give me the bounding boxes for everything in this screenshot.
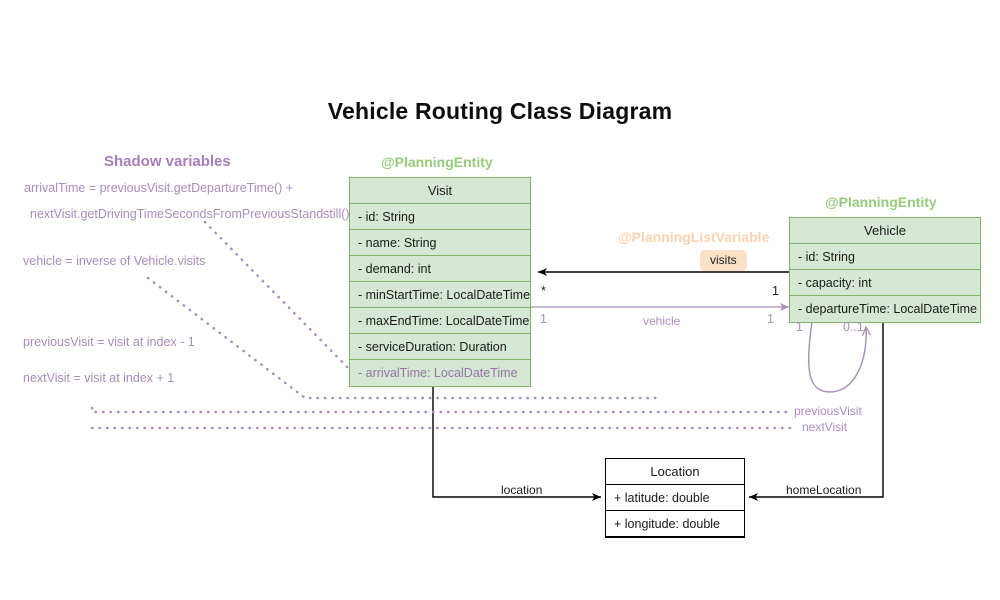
field-visit-name: - name: String xyxy=(350,230,530,256)
field-vehicle-departure-time: - departureTime: LocalDateTime xyxy=(798,302,978,316)
field-visit-max-end-time: - maxEndTime: LocalDateTime xyxy=(350,308,530,334)
edge-location xyxy=(432,383,601,501)
shadow-variables-heading: Shadow variables xyxy=(104,153,231,170)
field-location-longitude: + longitude: double xyxy=(606,511,744,537)
shadow-note-arrival-time-line1: arrivalTime = previousVisit.getDeparture… xyxy=(24,181,294,195)
shadow-note-vehicle: vehicle = inverse of Vehicle.visits xyxy=(23,254,206,268)
field-visit-demand: - demand: int xyxy=(350,256,530,282)
multiplicity-vehicle-source: 1 xyxy=(540,312,547,326)
multiplicity-vehicle-target: 1 xyxy=(767,312,774,326)
stereotype-vehicle-planning-entity: @PlanningEntity xyxy=(825,194,937,210)
stereotype-visit-planning-entity: @PlanningEntity xyxy=(381,154,493,170)
class-box-vehicle[interactable]: Vehicle - id: String - capacity: int - d… xyxy=(789,217,981,323)
page-title: Vehicle Routing Class Diagram xyxy=(327,98,673,124)
edge-label-previous-visit: previousVisit xyxy=(794,404,862,418)
multiplicity-self-loop-source: 1 xyxy=(796,320,803,334)
stereotype-planning-list-variable: @PlanningListVariable xyxy=(618,229,770,245)
class-title-location: Location xyxy=(606,459,744,485)
edge-label-home-location: homeLocation xyxy=(786,483,862,497)
edge-label-vehicle: vehicle xyxy=(643,314,681,328)
field-location-latitude: + latitude: double xyxy=(606,485,744,511)
field-visit-service-duration: - serviceDuration: Duration xyxy=(350,334,530,360)
edge-label-next-visit: nextVisit xyxy=(802,420,848,434)
shadow-note-previous-visit: previousVisit = visit at index - 1 xyxy=(23,335,195,349)
field-vehicle-id: - id: String xyxy=(790,244,980,270)
shadow-note-next-visit: nextVisit = visit at index + 1 xyxy=(23,371,175,385)
field-visit-arrival-time: - arrivalTime: LocalDateTime xyxy=(358,366,518,380)
field-visit-id: - id: String xyxy=(350,204,530,230)
edge-label-location: location xyxy=(501,483,543,497)
multiplicity-self-loop-target: 0..1 xyxy=(843,320,864,334)
field-visit-min-start-time: - minStartTime: LocalDateTime xyxy=(350,282,530,308)
shadow-note-arrival-time-line2: nextVisit.getDrivingTimeSecondsFromPrevi… xyxy=(30,207,350,221)
multiplicity-visits-source: * xyxy=(541,284,546,298)
class-box-visit[interactable]: Visit - id: String - name: String - dema… xyxy=(349,177,531,387)
field-vehicle-capacity: - capacity: int xyxy=(790,270,980,296)
class-box-location[interactable]: Location + latitude: double + longitude:… xyxy=(605,458,745,538)
class-title-vehicle: Vehicle xyxy=(790,218,980,244)
class-title-visit: Visit xyxy=(350,178,530,204)
multiplicity-visits-target: 1 xyxy=(772,284,779,298)
edge-label-visits: visits xyxy=(700,250,747,271)
